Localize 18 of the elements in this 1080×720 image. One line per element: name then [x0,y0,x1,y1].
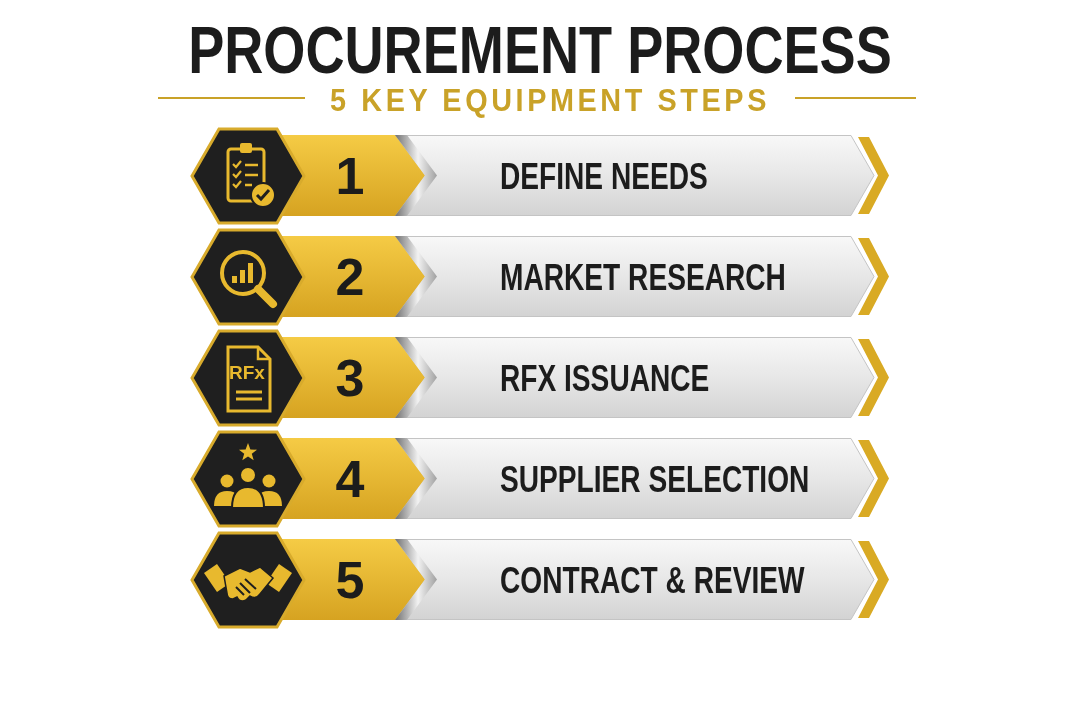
step-title: DEFINE NEEDS [500,157,708,194]
step-number: 4 [335,452,365,505]
step-banner [395,337,890,418]
step-title: MARKET RESEARCH [500,258,786,295]
step-banner [395,135,890,216]
step-number: 1 [335,149,365,202]
document-label: RFx [229,362,265,382]
step-title: SUPPLIER SELECTION [500,460,810,497]
step-banner [395,438,890,519]
step-number: 5 [335,553,365,606]
step-number: 2 [335,250,365,303]
subtitle: 5 KEY EQUIPMENT STEPS [330,84,770,116]
step-banner [395,539,890,620]
step-banner [395,236,890,317]
step-title: CONTRACT & REVIEW [500,561,805,598]
step-title: RFX ISSUANCE [500,359,710,396]
step-number: 3 [335,351,365,404]
title: PROCUREMENT PROCESS [188,17,892,83]
